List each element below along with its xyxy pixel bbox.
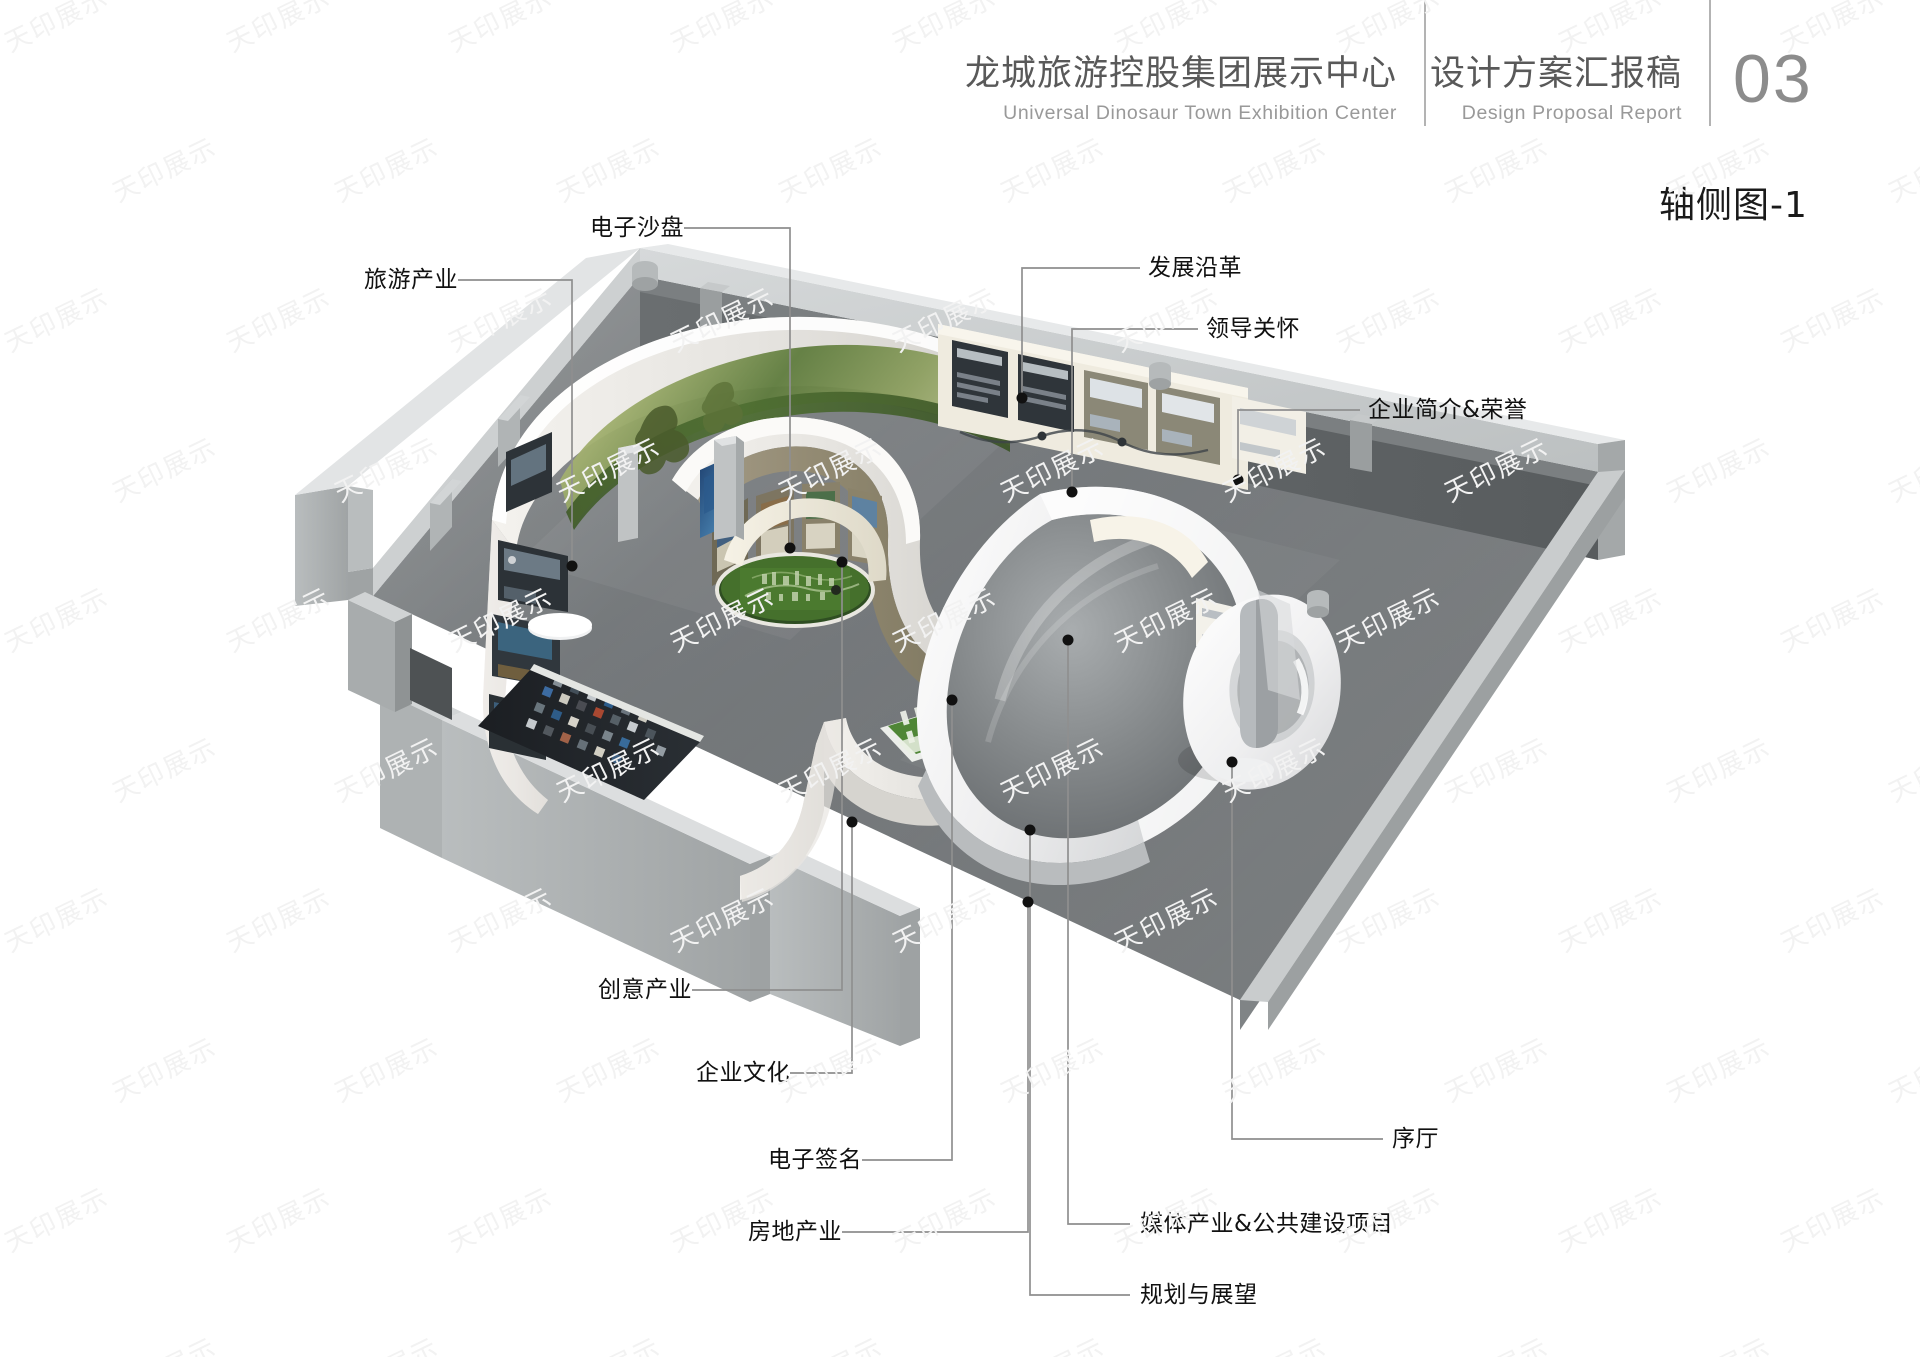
callout-corporate-culture[interactable]: 企业文化 [696,1059,790,1087]
callout-leadership-care[interactable]: 领导关怀 [1206,315,1300,343]
callout-creative-industry[interactable]: 创意产业 [598,976,692,1004]
header-main-title-cn: 龙城旅游控股集团展示中心 [965,52,1397,96]
callout-company-profile-honor[interactable]: 企业简介&荣誉 [1368,396,1527,424]
white-table [528,613,592,640]
header-divider-1 [1424,0,1426,126]
callout-media-public-projects[interactable]: 媒体产业&公共建设项目 [1140,1210,1393,1238]
page-number: 03 [1733,38,1813,120]
header-main-title-block: 龙城旅游控股集团展示中心 Universal Dinosaur Town Exh… [965,52,1397,126]
header-divider-2 [1709,0,1711,126]
callout-development-history[interactable]: 发展沿革 [1148,254,1242,282]
column-center [714,436,744,540]
callout-electronic-signature[interactable]: 电子签名 [768,1146,862,1174]
callout-real-estate-industry[interactable]: 房地产业 [748,1218,842,1246]
header-main-title-en: Universal Dinosaur Town Exhibition Cente… [965,100,1397,126]
callout-lobby[interactable]: 序厅 [1392,1125,1439,1153]
header-sub-title-en: Design Proposal Report [1430,100,1682,126]
header-sub-title-block: 设计方案汇报稿 Design Proposal Report [1430,52,1682,126]
callout-electronic-sandtable[interactable]: 电子沙盘 [590,214,684,242]
page-header: 龙城旅游控股集团展示中心 Universal Dinosaur Town Exh… [0,0,1920,132]
callout-tourism-industry[interactable]: 旅游产业 [364,266,458,294]
callout-planning-outlook[interactable]: 规划与展望 [1140,1281,1258,1309]
header-sub-title-cn: 设计方案汇报稿 [1430,52,1682,96]
slide-subtitle: 轴侧图-1 [1659,176,1808,228]
